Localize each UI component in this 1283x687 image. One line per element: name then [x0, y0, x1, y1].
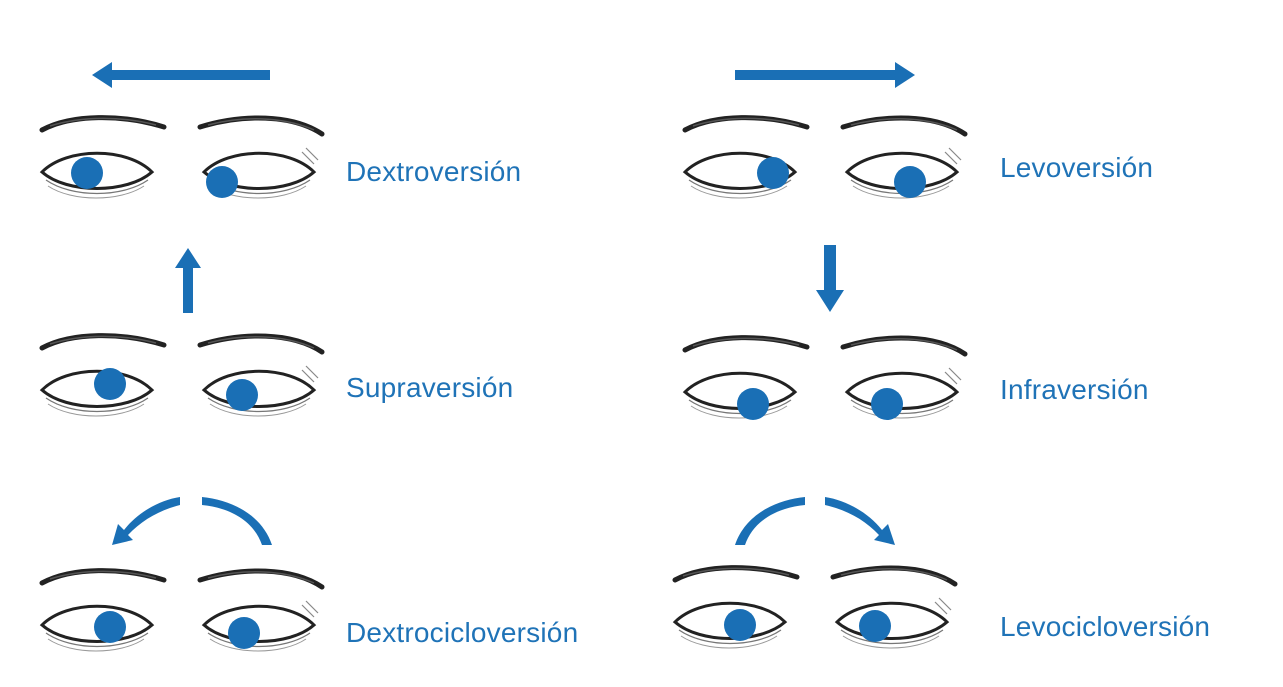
- right-pupil: [894, 166, 926, 198]
- arrow-up-icon: [175, 248, 201, 313]
- curved-arrow-left-icon: [735, 497, 805, 545]
- curved-arrow-right-icon: [202, 497, 272, 545]
- left-pupil: [94, 368, 126, 400]
- label-levoversion: Levoversión: [1000, 152, 1154, 183]
- label-supraversion: Supraversión: [346, 372, 514, 403]
- panel-levocicloversion: [675, 497, 955, 648]
- left-pupil: [757, 157, 789, 189]
- panel-levoversion: [685, 62, 965, 198]
- left-pupil: [737, 388, 769, 420]
- right-pupil: [228, 617, 260, 649]
- arrow-right-icon: [735, 62, 915, 88]
- right-pupil: [206, 166, 238, 198]
- left-pupil: [724, 609, 756, 641]
- right-pupil: [871, 388, 903, 420]
- panel-dextrocicloversion: [42, 497, 322, 651]
- label-dextroversion: Dextroversión: [346, 156, 522, 187]
- panel-infraversion: [685, 245, 965, 420]
- arrow-down-icon: [816, 245, 844, 312]
- label-infraversion: Infraversión: [1000, 374, 1149, 405]
- right-pupil: [226, 379, 258, 411]
- curved-arrow-left-icon: [112, 497, 180, 545]
- left-pupil: [71, 157, 103, 189]
- panel-dextroversion: [42, 62, 322, 198]
- left-pupil: [94, 611, 126, 643]
- arrow-left-icon: [92, 62, 270, 88]
- right-pupil: [859, 610, 891, 642]
- curved-arrow-right-icon: [825, 497, 895, 545]
- label-dextrocicloversion: Dextrocicloversión: [346, 617, 579, 648]
- label-levocicloversion: Levocicloversión: [1000, 611, 1211, 642]
- panel-supraversion: [42, 248, 322, 416]
